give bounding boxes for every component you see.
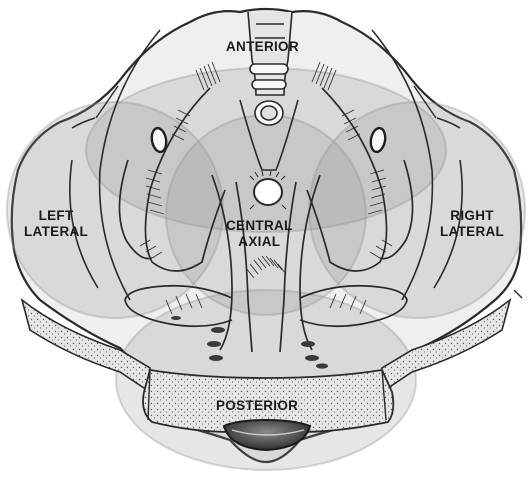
label-central-axial: CENTRAL AXIAL bbox=[226, 218, 293, 250]
label-central-line1: CENTRAL bbox=[226, 218, 293, 234]
label-left-line2: LATERAL bbox=[24, 224, 88, 240]
label-central-line2: AXIAL bbox=[226, 234, 293, 250]
label-right-lateral: RIGHT LATERAL bbox=[440, 208, 504, 240]
label-left-line1: LEFT bbox=[24, 208, 88, 224]
label-left-lateral: LEFT LATERAL bbox=[24, 208, 88, 240]
label-right-line1: RIGHT bbox=[440, 208, 504, 224]
label-anterior: ANTERIOR bbox=[226, 39, 299, 55]
label-right-line2: LATERAL bbox=[440, 224, 504, 240]
label-posterior: POSTERIOR bbox=[216, 398, 298, 414]
